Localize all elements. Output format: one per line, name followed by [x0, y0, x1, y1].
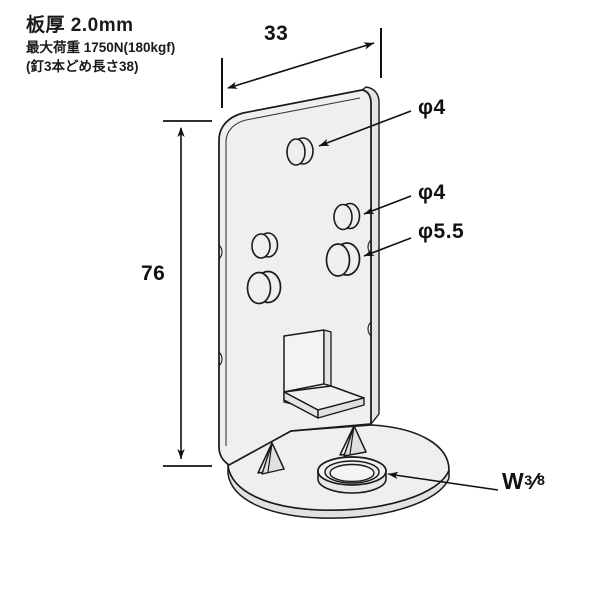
gusset-left	[257, 442, 285, 475]
leader-w38	[387, 471, 499, 491]
dimension-33	[221, 28, 382, 108]
leader-phi4-top	[318, 110, 412, 147]
thread-prefix: W	[502, 468, 525, 494]
hole-phi5-5-left	[246, 270, 282, 305]
callout-label-phi4-mid: φ4	[418, 181, 446, 204]
hole-phi4-top	[286, 137, 314, 166]
note-max-load: 最大荷重 1750N(180kgf)	[26, 39, 176, 55]
dimension-label-width: 33	[264, 22, 289, 45]
hole-phi4-mid	[333, 202, 361, 231]
hole-phi5-5-right	[325, 242, 361, 277]
hole-phi4-left	[251, 232, 279, 259]
gusset-right	[339, 425, 367, 457]
callout-label-phi4-top: φ4	[418, 96, 446, 119]
leader-phi5-5	[363, 237, 412, 257]
callout-label-phi5-5: φ5.5	[418, 220, 465, 243]
hole-group	[246, 137, 361, 305]
vertical-plate	[218, 89, 372, 466]
thread-slash: ⁄	[532, 468, 537, 494]
threaded-boss	[317, 456, 387, 494]
thread-numerator: 3	[524, 473, 533, 490]
note-thickness: 板厚 2.0mm	[26, 15, 134, 36]
dimension-label-height: 76	[141, 262, 166, 285]
stamped-tab	[283, 329, 365, 419]
dimension-76	[163, 120, 212, 467]
thread-denominator: 8	[537, 473, 546, 490]
specification-note-block: 板厚 2.0mm 最大荷重 1750N(180kgf) (釘3本どめ長さ38)	[26, 14, 256, 77]
note-nail: (釘3本どめ長さ38)	[26, 59, 139, 75]
leader-phi4-mid	[363, 195, 412, 215]
gusset-group	[257, 425, 367, 475]
